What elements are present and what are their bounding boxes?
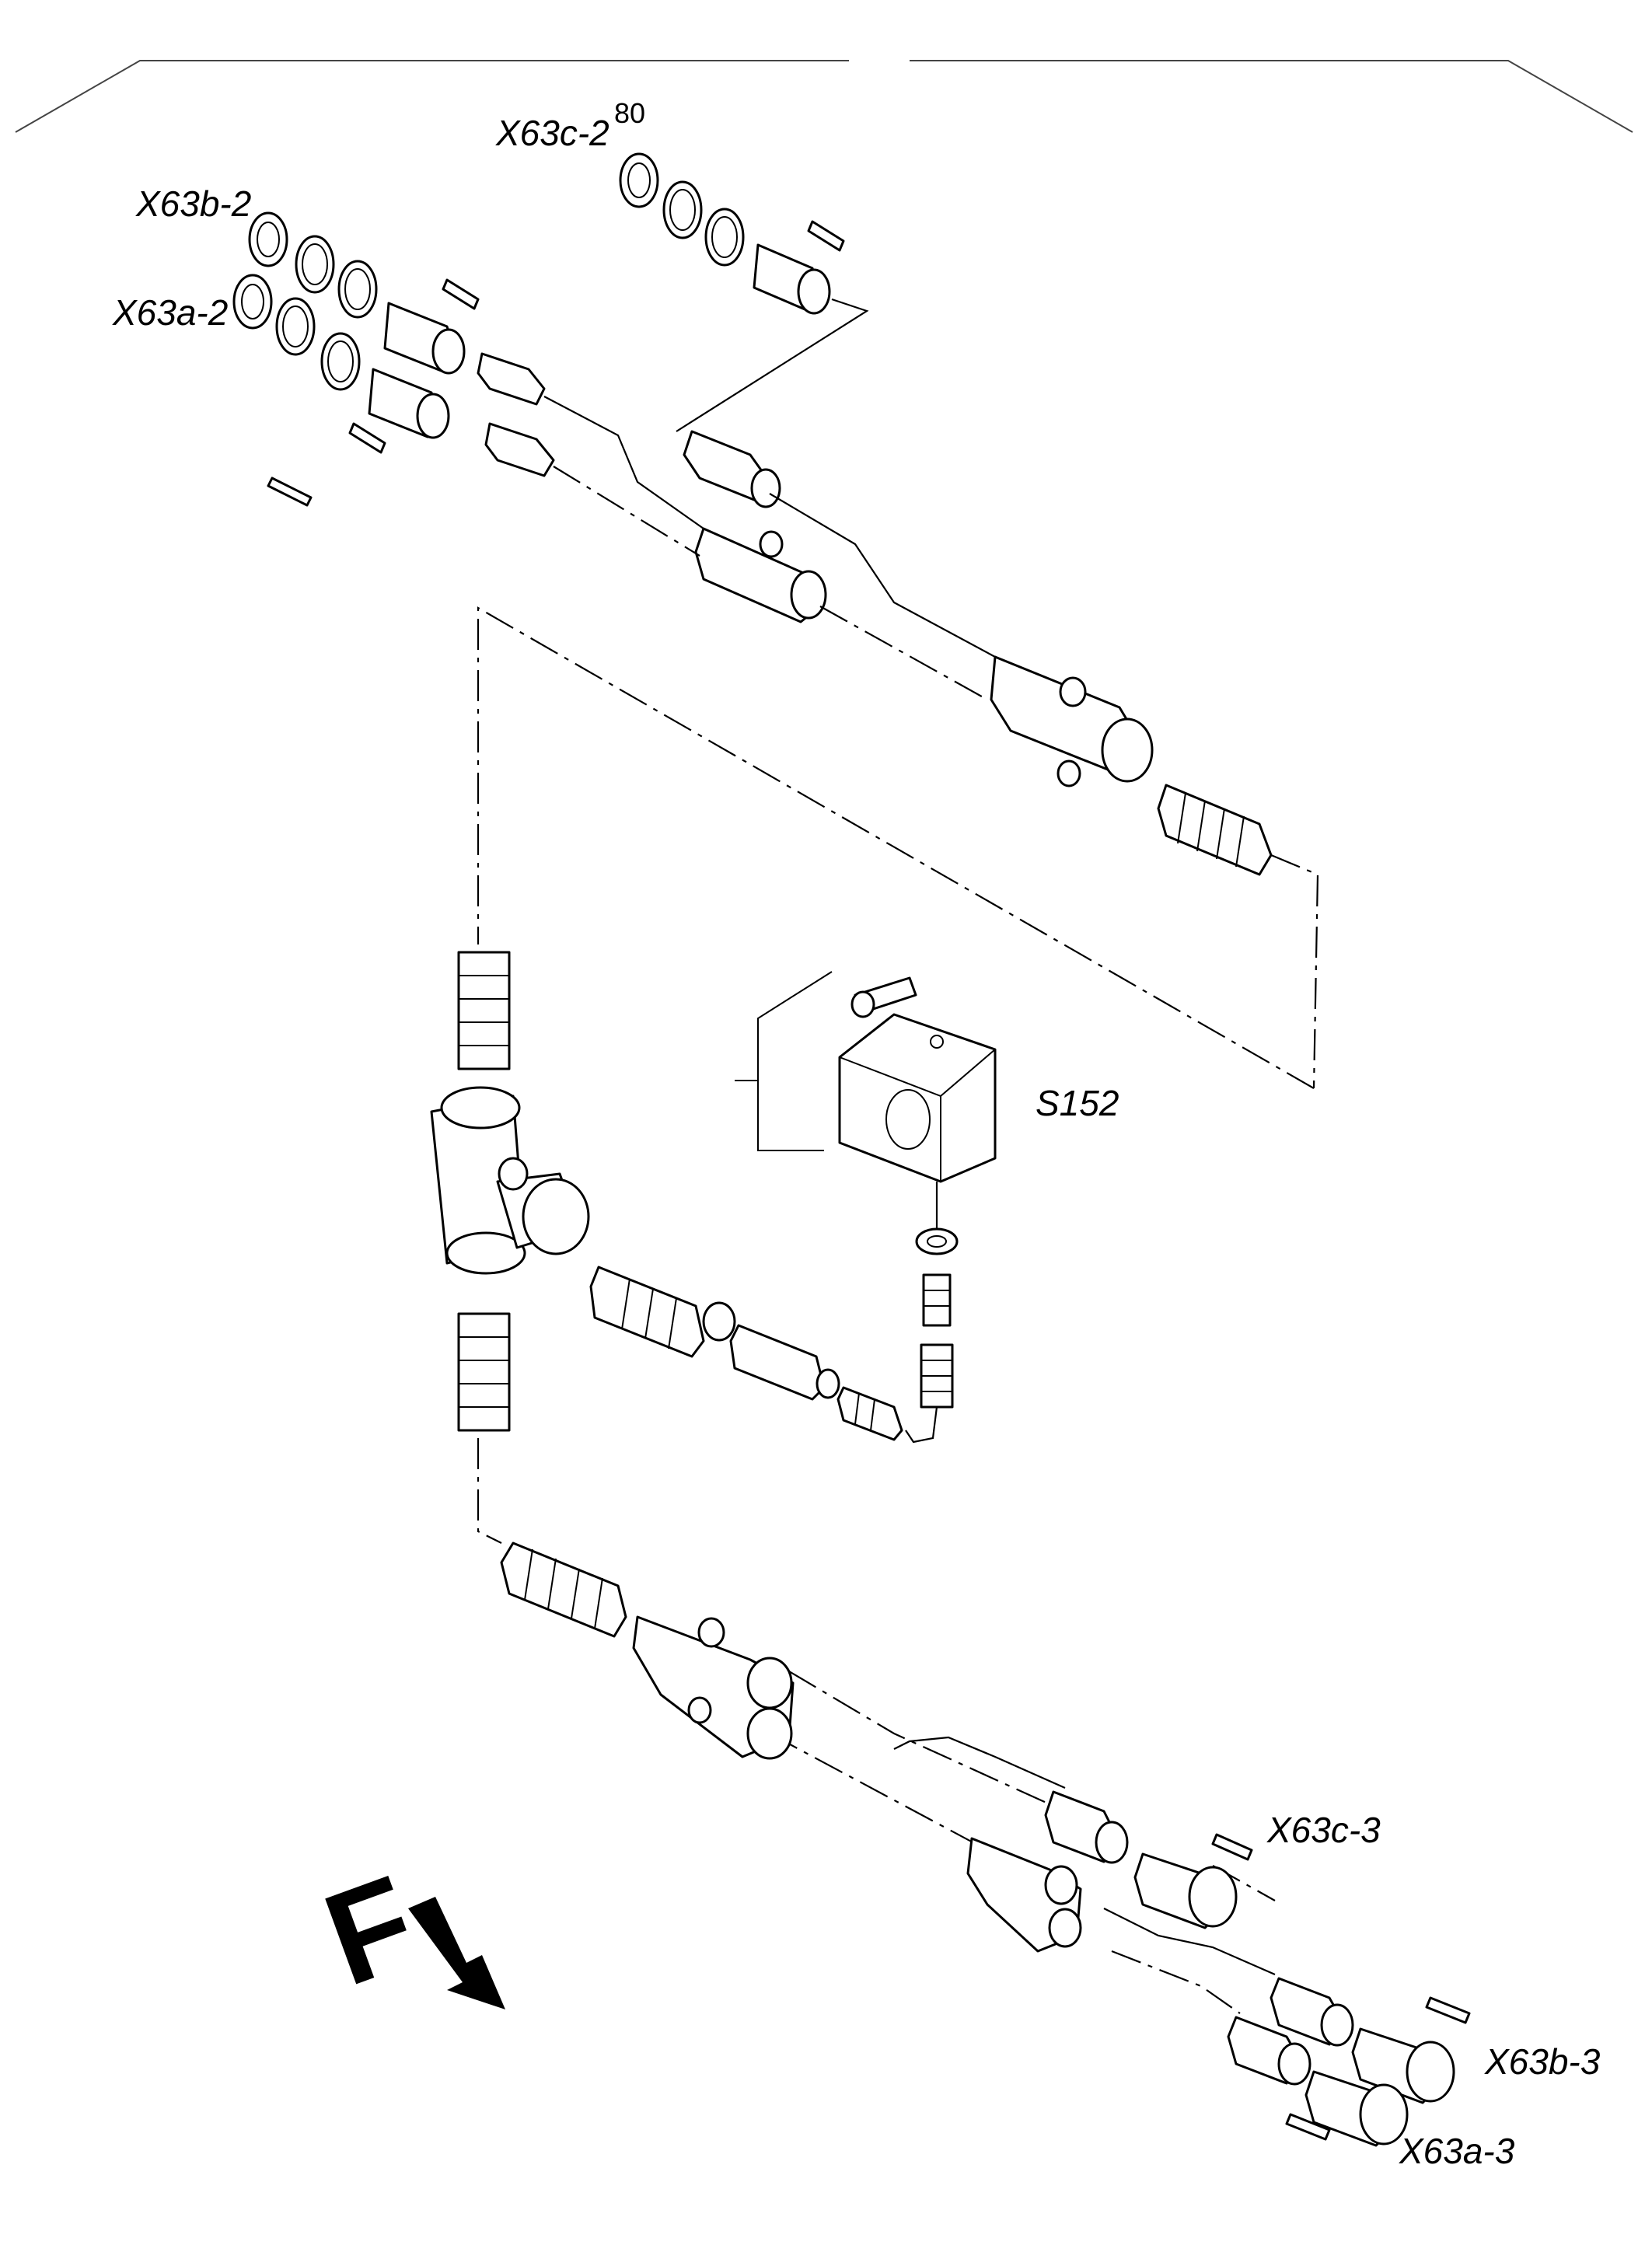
top-connector-group [232,152,1273,876]
plug-coupling [484,422,555,477]
contact-pin [1285,2113,1331,2141]
label-s152: S152 [1036,1083,1119,1123]
s152-switch-group [735,971,997,1444]
hex-nut [619,152,659,208]
direction-letter: F [307,1848,434,2014]
wiring-paths-bottom [477,1438,1276,2014]
wiring-paths-top [477,298,1319,1089]
contact-pin [267,477,313,507]
plug-coupling [702,1301,736,1342]
plug-coupling [477,352,546,406]
hex-nut [915,1227,959,1255]
contact-pin [348,422,386,454]
part-labels: X63c-2 80 X63b-2 X63a-2 S152 X63c-3 X63b… [112,97,1601,2171]
label-x63a-2: X63a-2 [112,292,228,333]
bottom-connector-group [500,1541,1471,2147]
threaded-adapter [922,1273,952,1327]
corrugated-sleeve [500,1541,627,1638]
hex-nut [232,274,273,330]
front-direction-arrow-icon: F [307,1848,505,2014]
corrugated-sleeve [457,1312,511,1432]
middle-connector-chain [589,1266,903,1441]
corrugated-sleeve [1157,784,1273,876]
page-frame [15,60,1633,133]
label-x63c-3: X63c-3 [1266,1810,1381,1850]
corrugated-sleeve [589,1266,705,1358]
corrugated-sleeve [457,951,511,1070]
contact-pin [1211,1833,1253,1861]
corrugated-sleeve [836,1386,903,1441]
label-part-80: 80 [614,97,645,129]
switch-housing [838,1013,997,1183]
label-x63a-3: X63a-3 [1399,2131,1515,2171]
contact-pin [807,220,845,252]
label-x63b-2: X63b-2 [135,183,251,224]
label-x63c-2: X63c-2 [495,113,609,153]
contact-pin [442,278,480,310]
hex-nut [248,211,288,267]
central-t-distributor [430,951,590,1432]
label-x63b-3: X63b-3 [1484,2041,1601,2082]
contact-pin [1425,1996,1471,2024]
connector-housing [729,1324,826,1401]
